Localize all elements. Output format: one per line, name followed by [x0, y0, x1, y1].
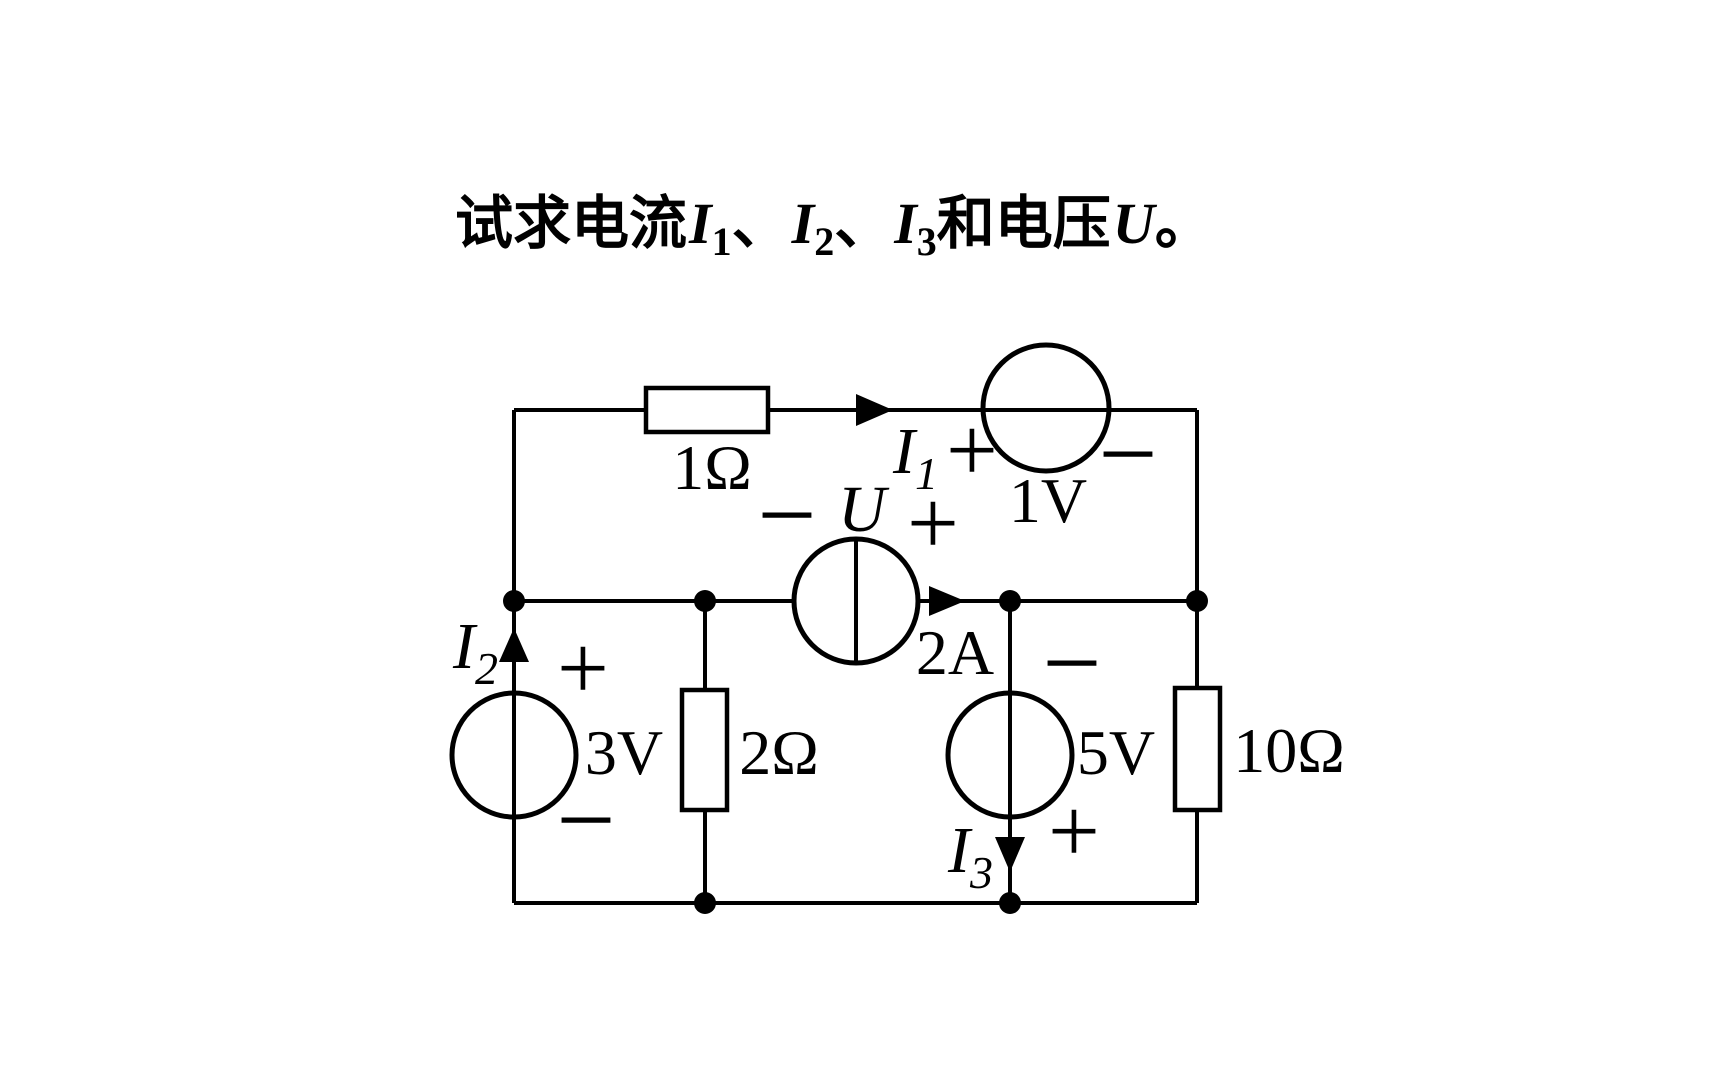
plus-sign-1v: + [946, 399, 998, 501]
plus-sign-5v: + [1048, 780, 1100, 882]
label-i2-base: I [452, 610, 478, 683]
current-arrow-i3-icon [995, 837, 1025, 872]
label-current-source-2a: 2A [916, 617, 994, 688]
title-sub-3: 3 [916, 219, 937, 264]
label-i1-sub: 1 [915, 448, 938, 499]
minus-sign-1v: − [1098, 395, 1157, 512]
junction-dot [1186, 590, 1208, 612]
current-arrow-2a-icon [929, 586, 965, 616]
voltage-source-3v-circle [449, 690, 579, 820]
title-var-u: U [1112, 191, 1155, 256]
title-text: 试求电流 [455, 191, 688, 256]
minus-sign-u: − [757, 456, 816, 573]
label-resistor-10ohm: 10Ω [1233, 715, 1345, 786]
label-source-1v: 1V [1009, 465, 1087, 536]
title-text: 和电压 [936, 191, 1111, 256]
title-var-i2: I [791, 191, 815, 256]
label-resistor-1ohm: 1Ω [672, 432, 752, 503]
resistor-10ohm [1172, 685, 1223, 813]
junction-dot [999, 590, 1021, 612]
title-separator: 、 [834, 191, 893, 256]
resistor-1ohm [643, 385, 771, 435]
plus-sign-u: + [907, 472, 959, 574]
label-source-5v: 5V [1077, 717, 1155, 788]
page-title: 试求电流I1、I2、I3和电压U。 [455, 192, 1213, 264]
label-current-i2: I2 [452, 610, 498, 694]
junction-dot [999, 892, 1021, 914]
current-arrow-i2-icon [499, 628, 529, 662]
label-i2-sub: 2 [475, 643, 498, 694]
junction-dot [694, 590, 716, 612]
junction-dot [694, 892, 716, 914]
minus-sign-3v: − [556, 761, 615, 878]
label-resistor-2ohm: 2Ω [739, 717, 819, 788]
voltage-source-1v-circle [980, 342, 1112, 474]
title-sub-2: 2 [814, 219, 835, 264]
minus-sign-5v: − [1042, 604, 1101, 721]
plus-sign-3v: + [557, 617, 609, 719]
label-i3-sub: 3 [969, 847, 993, 898]
label-voltage-u: U [838, 473, 890, 546]
label-i3-base: I [947, 814, 973, 887]
voltage-source-5v-circle [945, 690, 1075, 820]
label-source-3v: 3V [585, 717, 663, 788]
title-sub-1: 1 [711, 219, 732, 264]
title-separator: 、 [731, 191, 790, 256]
title-var-i3: I [894, 191, 917, 256]
title-period: 。 [1154, 191, 1213, 256]
current-arrow-i1-icon [856, 394, 893, 426]
current-source-2a [791, 536, 921, 666]
label-i1-base: I [892, 415, 918, 488]
label-current-i3: I3 [947, 814, 993, 898]
label-current-i1: I1 [892, 415, 938, 499]
resistor-2ohm [679, 687, 730, 813]
junction-dot [503, 590, 525, 612]
title-var-i1: I [689, 191, 712, 256]
